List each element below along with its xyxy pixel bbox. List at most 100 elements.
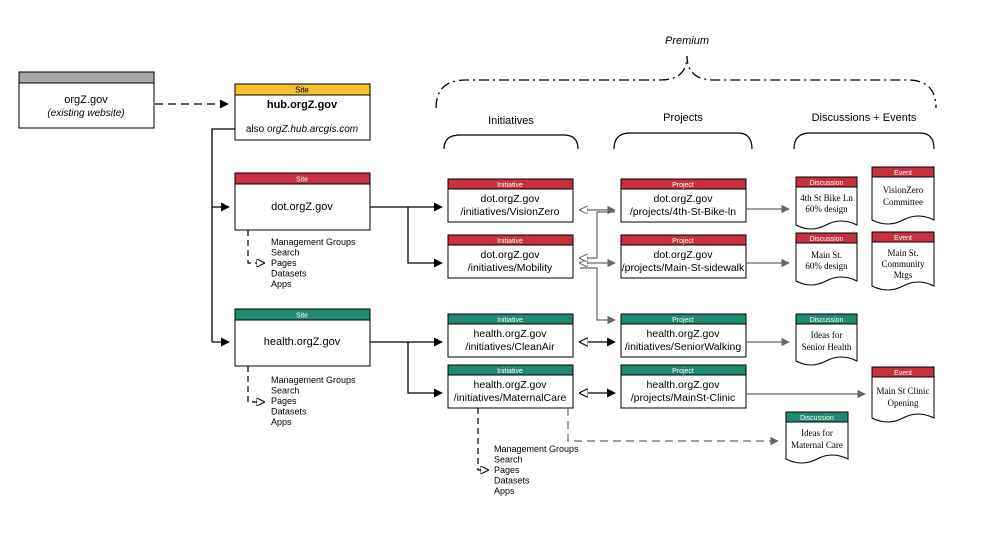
project-seniorwalking-line1: health.orgZ.gov xyxy=(647,328,721,340)
link-dot-to-mobility xyxy=(407,207,443,268)
dot-group-item: Datasets xyxy=(271,269,307,279)
brace-initiatives xyxy=(443,134,579,150)
event-clinic-opening-line1: Main St Clinic xyxy=(876,386,929,396)
health-group-list: Management Groups Search Pages Datasets … xyxy=(247,366,356,427)
discussion-maternal-care-line2: Maternal Care xyxy=(791,440,843,450)
initiative-mobility-line1: dot.orgZ.gov xyxy=(481,249,541,261)
event-clinic-opening-tag: Event xyxy=(894,370,912,377)
maternalcare-group-item: Apps xyxy=(494,486,515,496)
hub-site-tag: Site xyxy=(295,86,309,95)
initiative-maternalcare-line1: health.orgZ.gov xyxy=(474,379,548,391)
event-community-mtgs-tag: Event xyxy=(894,235,912,242)
event-community-mtgs: Event Main St. Community Mtgs xyxy=(871,231,935,291)
initiative-maternalcare-tag: Initiative xyxy=(497,368,523,375)
initiative-visionzero-line2: /initiatives/VisionZero xyxy=(460,206,559,218)
project-bikeln-box: Project dot.orgZ.gov /projects/4th-St-Bi… xyxy=(620,178,747,223)
column-header-projects: Projects xyxy=(663,112,703,124)
dot-site-title: dot.orgZ.gov xyxy=(271,201,333,213)
event-community-mtgs-line2: Community xyxy=(881,259,925,269)
project-seniorwalking-line2: /initiatives/SeniorWalking xyxy=(625,341,741,353)
initiative-cleanair-box: Initiative health.orgZ.gov /initiatives/… xyxy=(447,313,574,358)
dot-site-tag: Site xyxy=(296,177,308,184)
health-group-item: Pages xyxy=(271,396,297,406)
project-bikeln-line2: /projects/4th-St-Bike-ln xyxy=(630,206,736,218)
maternalcare-group-item: Search xyxy=(494,455,523,465)
maternalcare-group-list: Management Groups Search Pages Datasets … xyxy=(477,408,579,496)
link-mobility-to-seniorwalking xyxy=(580,267,616,325)
discussion-main-design-line2: 60% design xyxy=(805,261,848,271)
health-site-title: health.orgZ.gov xyxy=(264,336,341,348)
initiative-visionzero-box: Initiative dot.orgZ.gov /initiatives/Vis… xyxy=(447,178,574,223)
project-seniorwalking-box: Project health.orgZ.gov /initiatives/Sen… xyxy=(620,313,747,358)
health-group-item: Datasets xyxy=(271,407,307,417)
project-seniorwalking-tag: Project xyxy=(672,317,694,324)
event-community-mtgs-line1: Main St. xyxy=(887,248,918,258)
hub-site-title: hub.orgZ.gov xyxy=(267,99,338,111)
premium-label: Premium xyxy=(665,35,709,47)
discussion-senior-health: Discussion Ideas for Senior Health xyxy=(795,313,858,366)
project-sidewalk-line2: /projects/Main-St-sidewalk xyxy=(622,262,745,274)
existing-website-subtitle: (existing website) xyxy=(47,108,124,119)
maternalcare-group-item: Pages xyxy=(494,465,520,475)
discussion-maternal-care: Discussion Ideas for Maternal Care xyxy=(785,411,849,464)
initiative-mobility-box: Initiative dot.orgZ.gov /initiatives/Mob… xyxy=(447,234,574,279)
project-clinic-tag: Project xyxy=(672,368,694,375)
discussion-maternal-care-line1: Ideas for xyxy=(801,428,833,438)
initiative-visionzero-line1: dot.orgZ.gov xyxy=(481,193,541,205)
event-visionzero-committee: Event VisionZero Committee xyxy=(871,166,935,225)
maternalcare-group-item: Management Groups xyxy=(494,444,579,454)
initiative-mobility-line2: /initiatives/Mobility xyxy=(468,262,553,274)
brace-discussions-events xyxy=(793,132,935,150)
dot-site-box: Site dot.orgZ.gov xyxy=(234,172,371,231)
discussion-bike-design: Discussion 4th St Bike Ln 60% design xyxy=(795,176,858,230)
hub-site-also: also orgZ.hub.arcgis.com xyxy=(246,124,358,135)
discussion-main-design-tag: Discussion xyxy=(810,236,844,243)
event-clinic-opening-line2: Opening xyxy=(888,398,919,408)
initiative-cleanair-tag: Initiative xyxy=(497,317,523,324)
initiative-maternalcare-box: Initiative health.orgZ.gov /initiatives/… xyxy=(447,364,574,409)
brace-projects xyxy=(613,132,753,150)
initiative-cleanair-line1: health.orgZ.gov xyxy=(474,328,548,340)
project-clinic-line1: health.orgZ.gov xyxy=(647,379,721,391)
initiative-mobility-tag: Initiative xyxy=(497,238,523,245)
health-group-item: Management Groups xyxy=(271,375,356,385)
project-clinic-line2: /projects/MainSt-Clinic xyxy=(631,392,735,404)
column-header-initiatives: Initiatives xyxy=(488,115,534,127)
existing-website-box: orgZ.gov (existing website) xyxy=(18,71,155,129)
project-clinic-box: Project health.orgZ.gov /projects/MainSt… xyxy=(620,364,747,409)
link-mobility-to-bikeln xyxy=(580,211,615,258)
dot-group-item: Pages xyxy=(271,258,297,268)
discussion-bike-design-tag: Discussion xyxy=(810,180,844,187)
health-group-item: Apps xyxy=(271,417,292,427)
discussion-maternal-care-tag: Discussion xyxy=(800,415,834,422)
column-header-discussions-events: Discussions + Events xyxy=(812,112,917,124)
project-sidewalk-line1: dot.orgZ.gov xyxy=(654,249,714,261)
discussion-senior-health-line1: Ideas for xyxy=(811,330,843,340)
initiative-visionzero-tag: Initiative xyxy=(497,182,523,189)
project-bikeln-line1: dot.orgZ.gov xyxy=(654,193,714,205)
health-site-box: Site health.orgZ.gov xyxy=(234,308,371,367)
discussion-bike-design-line1: 4th St Bike Ln xyxy=(800,193,853,203)
discussion-main-design: Discussion Main St. 60% design xyxy=(795,232,858,286)
discussion-bike-design-line2: 60% design xyxy=(805,204,848,214)
event-clinic-opening: Event Main St Clinic Opening xyxy=(871,366,935,423)
project-sidewalk-tag: Project xyxy=(672,238,694,245)
link-hub-trunk xyxy=(211,128,235,342)
event-visionzero-committee-line2: Committee xyxy=(883,197,923,207)
health-site-tag: Site xyxy=(296,313,308,320)
link-maternalcare-to-discussion xyxy=(567,408,779,446)
discussion-senior-health-tag: Discussion xyxy=(810,317,844,324)
dot-group-item: Apps xyxy=(271,279,292,289)
event-visionzero-committee-line1: VisionZero xyxy=(883,185,924,195)
health-group-item: Search xyxy=(271,386,300,396)
event-community-mtgs-line3: Mtgs xyxy=(894,270,913,280)
link-health-to-maternalcare xyxy=(407,342,443,398)
existing-website-title: orgZ.gov xyxy=(64,94,108,106)
dot-group-item: Search xyxy=(271,248,300,258)
dot-group-item: Management Groups xyxy=(271,237,356,247)
maternalcare-group-item: Datasets xyxy=(494,476,530,486)
project-bikeln-tag: Project xyxy=(672,182,694,189)
premium-brace xyxy=(435,55,937,109)
initiative-cleanair-line2: /initiatives/CleanAir xyxy=(465,341,555,353)
